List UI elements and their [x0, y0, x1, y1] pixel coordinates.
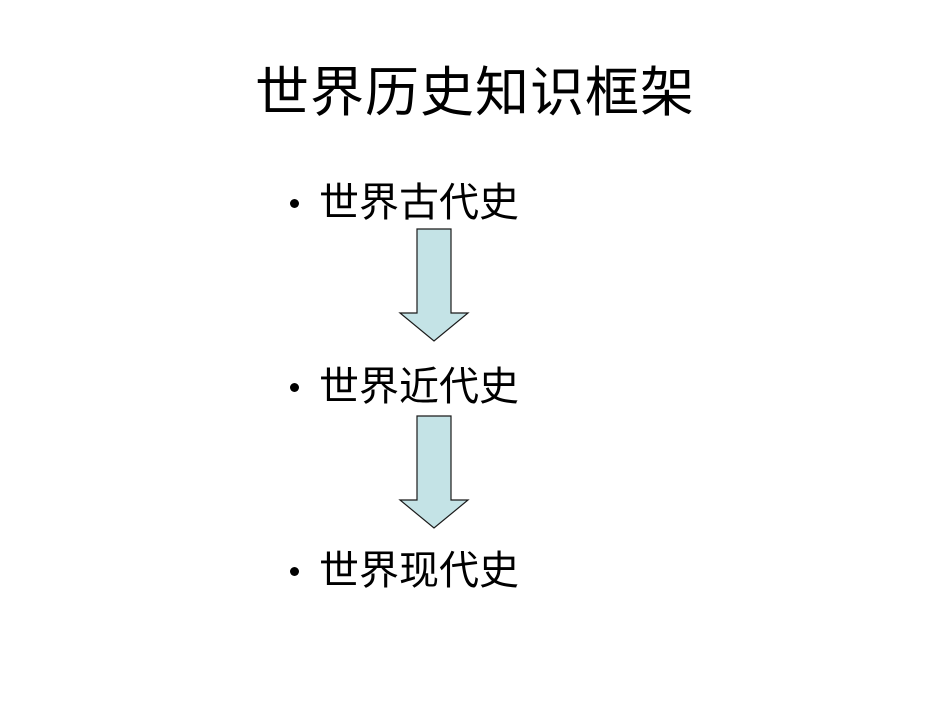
down-arrow-icon [398, 228, 470, 342]
slide-title: 世界历史知识框架 [255, 61, 695, 124]
list-item-label: 世界现代史 [319, 548, 519, 594]
list-item-label: 世界古代史 [319, 180, 519, 226]
bullet-icon [290, 382, 299, 392]
bullet-icon [290, 566, 299, 576]
list-item-label: 世界近代史 [319, 364, 519, 410]
down-arrow-icon [398, 415, 470, 529]
bullet-icon [290, 198, 299, 208]
list-item-contemporary: 世界现代史 [290, 546, 519, 596]
list-item-modern: 世界近代史 [290, 362, 519, 412]
list-item-ancient: 世界古代史 [290, 178, 519, 228]
